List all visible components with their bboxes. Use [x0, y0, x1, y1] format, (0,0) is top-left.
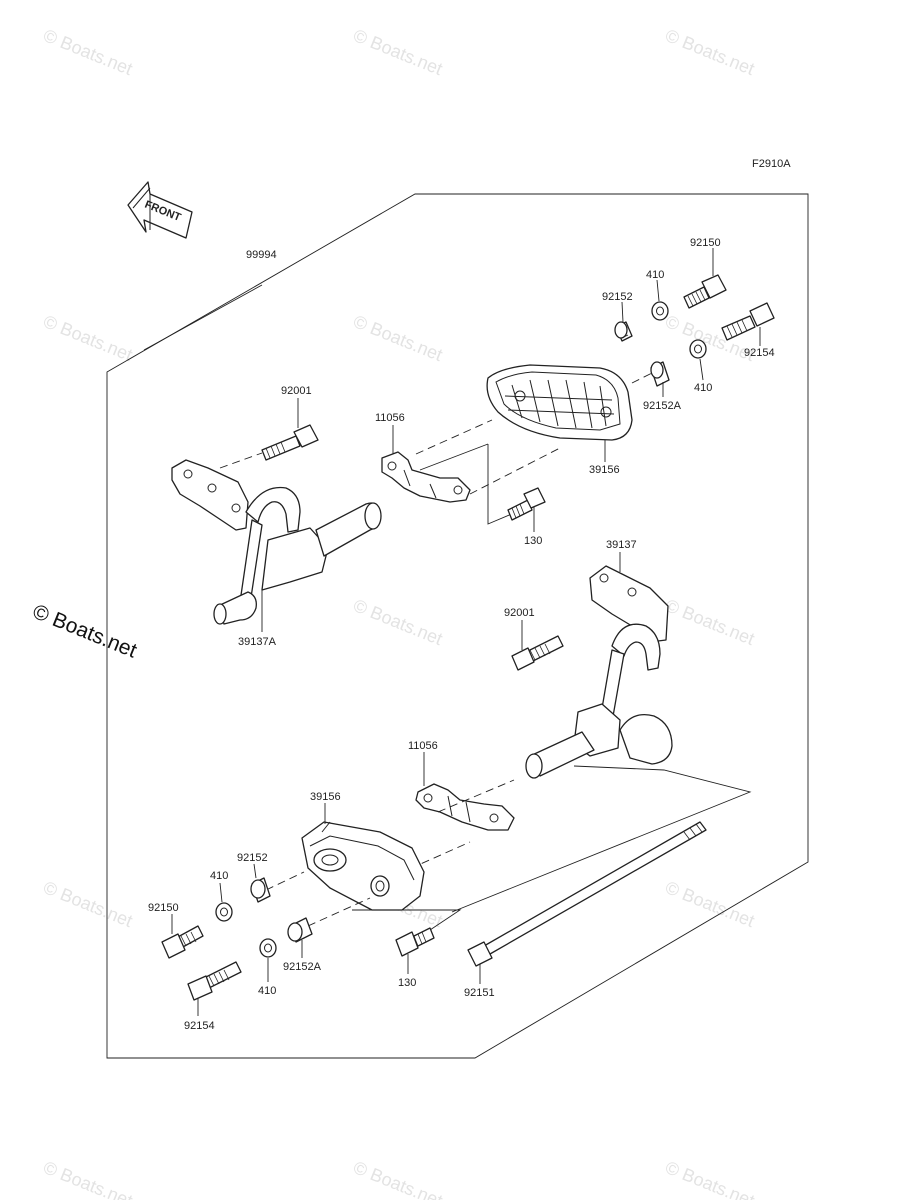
- watermark: © Boats.net: [663, 1157, 758, 1200]
- bolt-92001-right: [511, 620, 564, 671]
- ref-99994: 99994: [246, 249, 277, 261]
- part-label-410-top-2: 410: [694, 382, 712, 394]
- washer-410-bottom-2: [259, 938, 277, 982]
- part-labels: 99994 92150 410 92152 92154 410 92152A 9…: [148, 237, 775, 1032]
- bolt-92150-top: [683, 248, 727, 309]
- washer-410-top-2: [689, 339, 707, 381]
- part-label-130-top: 130: [524, 535, 542, 547]
- diagram-code: F2910A: [752, 158, 791, 170]
- bolt-130-top: [507, 487, 546, 532]
- part-label-92152A-bottom: 92152A: [283, 961, 322, 973]
- part-label-410-bottom-2: 410: [258, 985, 276, 997]
- bolt-130-bottom: [395, 927, 435, 974]
- bracket-39137A: [171, 459, 382, 632]
- slider-39156-bottom: [301, 803, 425, 911]
- plate-11056-top: [381, 425, 471, 503]
- collar-92152-bottom: [250, 863, 271, 903]
- part-label-39137A: 39137A: [238, 636, 277, 648]
- part-label-92001-right: 92001: [504, 607, 535, 619]
- part-label-92150-top: 92150: [690, 237, 721, 249]
- washer-410-bottom: [215, 882, 233, 922]
- watermark: © Boats.net: [41, 311, 136, 365]
- bolt-92151: [467, 821, 707, 984]
- part-label-92154-top: 92154: [744, 347, 775, 359]
- bolt-92154-top: [721, 302, 775, 346]
- part-label-39156-top: 39156: [589, 464, 620, 476]
- part-label-130-bottom: 130: [398, 977, 416, 989]
- bolt-92001-left: [261, 398, 319, 461]
- front-arrow-icon: FRONT: [127, 181, 193, 239]
- part-label-39156-bottom: 39156: [310, 791, 341, 803]
- plate-11056-bottom: [415, 752, 515, 831]
- part-label-410-bottom: 410: [210, 870, 228, 882]
- part-label-92152A-top: 92152A: [643, 400, 682, 412]
- part-label-11056-top: 11056: [375, 412, 405, 424]
- collar-92152A-bottom: [287, 917, 313, 958]
- part-label-39137: 39137: [606, 539, 637, 551]
- watermark: © Boats.net: [351, 25, 446, 79]
- collar-92152-top: [614, 301, 633, 342]
- part-label-410-top: 410: [646, 269, 664, 281]
- watermark: © Boats.net: [663, 595, 758, 649]
- watermark: © Boats.net: [663, 25, 758, 79]
- washer-410-top: [651, 279, 669, 321]
- bracket-39137: [525, 552, 673, 779]
- part-label-92154-bottom: 92154: [184, 1020, 215, 1032]
- part-label-11056-bottom: 11056: [408, 740, 438, 752]
- part-label-92151: 92151: [464, 987, 495, 999]
- slider-39156-top: [486, 364, 633, 462]
- collar-92152A-top: [650, 361, 670, 397]
- part-label-92001-left: 92001: [281, 385, 312, 397]
- part-label-92150-bottom: 92150: [148, 902, 179, 914]
- part-label-92152-top: 92152: [602, 291, 633, 303]
- bolt-92154-bottom: [187, 961, 242, 1016]
- watermark: © Boats.net: [41, 877, 136, 931]
- part-label-92152-bottom: 92152: [237, 852, 268, 864]
- watermark: © Boats.net: [41, 25, 136, 79]
- watermark: © Boats.net: [41, 1157, 136, 1200]
- watermark: © Boats.net: [663, 877, 758, 931]
- assembly-outline: [106, 193, 809, 1059]
- watermark: © Boats.net: [351, 595, 446, 649]
- watermark: © Boats.net: [351, 311, 446, 365]
- bolt-92150-bottom: [161, 914, 204, 959]
- watermark: © Boats.net: [351, 1157, 446, 1200]
